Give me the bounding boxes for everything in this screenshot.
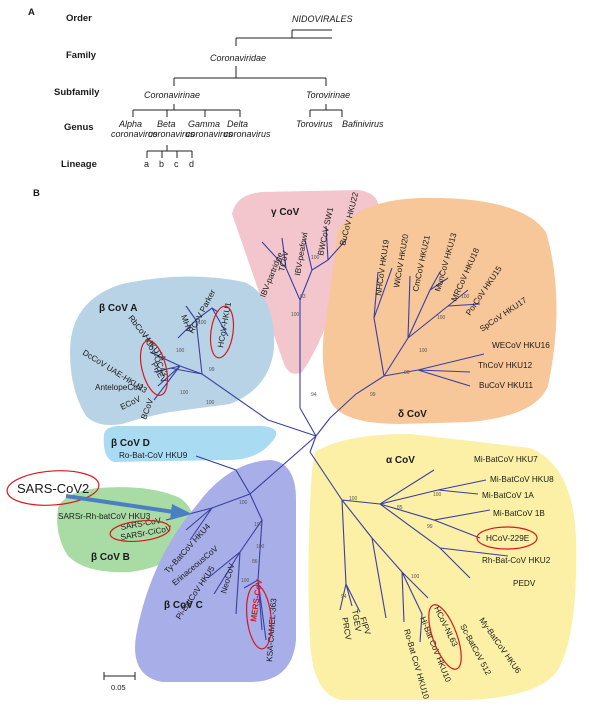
group-delta-label: δ CoV bbox=[398, 409, 427, 420]
lineage-c: c bbox=[174, 159, 179, 169]
leaf-alpha: Mi-BatCoV HKU7 bbox=[474, 455, 538, 464]
lineage-d: d bbox=[189, 159, 194, 169]
genus-gamma: Gamma bbox=[188, 119, 220, 129]
bootstrap-values: 100 93 100 100 100 100 96 99 94 100 99 1… bbox=[176, 255, 470, 600]
lineage-b: b bbox=[159, 159, 164, 169]
bootstrap-value: 100 bbox=[198, 320, 207, 326]
taxonomy-tree bbox=[132, 29, 343, 158]
clade-beta-d-region bbox=[103, 426, 277, 462]
panel-b-label: B bbox=[33, 188, 40, 199]
bootstrap-value: 100 bbox=[433, 492, 442, 498]
rank-family: Family bbox=[66, 50, 97, 61]
leaf-alpha: Mi-BatCoV HKU8 bbox=[490, 475, 554, 484]
bootstrap-value: 94 bbox=[341, 594, 347, 600]
leaf-beta-b: SARSr-Rh-batCoV HKU3 bbox=[58, 512, 151, 521]
bootstrap-value: 100 bbox=[349, 496, 358, 502]
bootstrap-value: 100 bbox=[291, 312, 300, 318]
order-name: NIDOVIRALES bbox=[292, 14, 353, 24]
group-beta-b-label: β CoV B bbox=[91, 552, 130, 563]
bootstrap-value: 85 bbox=[397, 505, 403, 511]
clade-delta-region bbox=[322, 197, 557, 424]
bootstrap-value: 100 bbox=[437, 315, 446, 321]
bootstrap-value: 100 bbox=[461, 294, 470, 300]
bootstrap-value: 99 bbox=[427, 524, 433, 530]
lineage-a: a bbox=[144, 159, 149, 169]
bootstrap-value: 100 bbox=[254, 522, 263, 528]
bootstrap-value: 94 bbox=[311, 392, 317, 398]
leaf-delta: WECoV HKU16 bbox=[492, 341, 550, 350]
group-beta-a-label: β CoV A bbox=[99, 303, 138, 314]
leaf-alpha: TGEV bbox=[350, 609, 363, 633]
bootstrap-value: 100 bbox=[411, 574, 420, 580]
bootstrap-value: 100 bbox=[311, 255, 320, 261]
scale-bar: 0.05 bbox=[103, 672, 136, 692]
leaf-alpha: Mi-BatCoV 1A bbox=[482, 491, 534, 500]
leaf-alpha: Rh-Bat-CoV HKU2 bbox=[482, 556, 551, 565]
panel-a-label: A bbox=[28, 7, 35, 18]
scale-label: 0.05 bbox=[111, 683, 126, 692]
bootstrap-value: 100 bbox=[419, 348, 428, 354]
leaf-alpha: HCoV-229E bbox=[486, 534, 530, 543]
genus-delta: Delta bbox=[227, 119, 248, 129]
sars-cov2-callout: SARS-CoV2 bbox=[17, 481, 89, 496]
genus-alpha-2: coronavirus bbox=[111, 129, 158, 139]
rank-order: Order bbox=[66, 13, 92, 24]
clade-beta-a-region bbox=[70, 276, 275, 425]
bootstrap-value: 100 bbox=[241, 578, 250, 584]
group-beta-c-label: β CoV C bbox=[164, 600, 203, 611]
bootstrap-value: 100 bbox=[256, 544, 265, 550]
genus-delta-2: coronavirus bbox=[224, 129, 271, 139]
bootstrap-value: 96 bbox=[404, 370, 410, 376]
highlight-circles bbox=[6, 305, 538, 670]
rank-genus: Genus bbox=[64, 122, 94, 133]
subfamily-coronavirinae: Coronavirinae bbox=[144, 90, 200, 100]
genus-gamma-2: coronavirus bbox=[186, 129, 233, 139]
genus-beta: Beta bbox=[157, 119, 176, 129]
genus-alpha: Alpha bbox=[118, 119, 142, 129]
genus-torovirus: Torovirus bbox=[296, 119, 333, 129]
genus-beta-2: coronavirus bbox=[148, 129, 195, 139]
clade-alpha-region bbox=[308, 434, 577, 700]
group-beta-d-label: β CoV D bbox=[111, 438, 150, 449]
bootstrap-value: 86 bbox=[252, 559, 258, 565]
bootstrap-value: 99 bbox=[370, 392, 376, 398]
leaf-beta-d: Ro-Bat-CoV HKU9 bbox=[119, 451, 188, 460]
genus-bafinivirus: Bafinivirus bbox=[342, 119, 384, 129]
group-alpha-label: α CoV bbox=[386, 455, 415, 466]
group-gamma-label: γ CoV bbox=[271, 207, 300, 218]
rank-subfamily: Subfamily bbox=[54, 87, 100, 98]
leaf-delta: ThCoV HKU12 bbox=[478, 361, 533, 370]
bootstrap-value: 100 bbox=[239, 500, 248, 506]
leaf-gamma: TCoV bbox=[277, 250, 290, 273]
leaf-alpha: PEDV bbox=[513, 579, 536, 588]
callout-arrow bbox=[65, 494, 192, 520]
leaf-beta-a: AntelopeCoV bbox=[95, 383, 144, 392]
bootstrap-value: 100 bbox=[176, 348, 185, 354]
bootstrap-value: 100 bbox=[206, 400, 215, 406]
bootstrap-value: 93 bbox=[300, 294, 306, 300]
bootstrap-value: 100 bbox=[180, 390, 189, 396]
family-name: Coronaviridae bbox=[210, 53, 266, 63]
rank-lineage: Lineage bbox=[61, 159, 97, 170]
leaf-alpha: PRCV bbox=[340, 617, 353, 641]
clade-beta-c-region bbox=[135, 460, 296, 682]
leaf-delta: BuCoV HKU11 bbox=[479, 381, 533, 390]
subfamily-torovirinae: Torovirinae bbox=[306, 90, 350, 100]
bootstrap-value: 99 bbox=[209, 367, 215, 373]
leaf-alpha: Mi-BatCoV 1B bbox=[493, 509, 545, 518]
